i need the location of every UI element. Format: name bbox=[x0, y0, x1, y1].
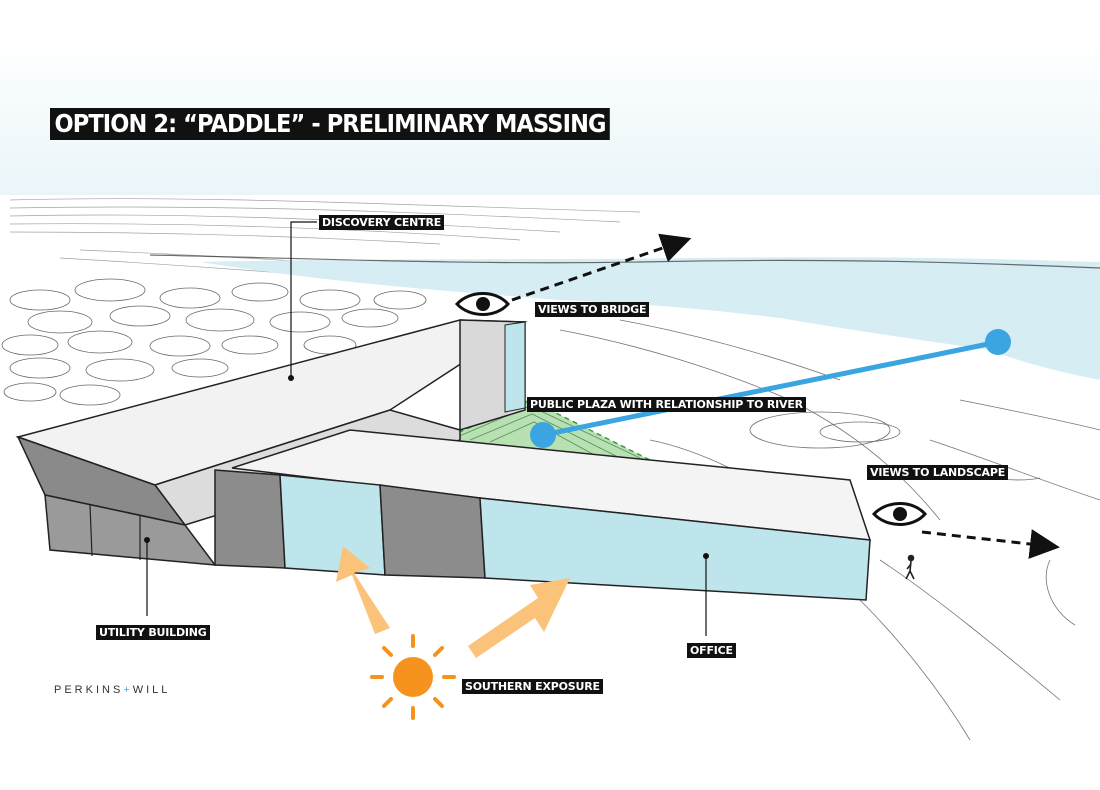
logo-right: WILL bbox=[132, 684, 171, 696]
views-to-landscape-label: VIEWS TO LANDSCAPE bbox=[867, 465, 1009, 480]
person-icon bbox=[905, 554, 915, 580]
eye-icon bbox=[454, 292, 510, 316]
eye-icon bbox=[871, 502, 927, 526]
leader-dots bbox=[144, 375, 709, 559]
office-label: OFFICE bbox=[687, 643, 736, 658]
public-plaza-label: PUBLIC PLAZA WITH RELATIONSHIP TO RIVER bbox=[527, 397, 806, 412]
utility-building-label: UTILITY BUILDING bbox=[96, 625, 210, 640]
leader-lines bbox=[146, 221, 707, 636]
discovery-centre-label: DISCOVERY CENTRE bbox=[319, 215, 445, 230]
views-to-bridge-label: VIEWS TO BRIDGE bbox=[535, 302, 650, 317]
logo-plus: + bbox=[123, 684, 133, 696]
utility-building-columns bbox=[89, 504, 141, 560]
discovery-centre-glass bbox=[504, 321, 526, 413]
sun-arrow-right bbox=[468, 578, 570, 658]
river bbox=[200, 257, 1100, 380]
southern-exposure-label: SOUTHERN EXPOSURE bbox=[462, 679, 603, 694]
river-relationship-line bbox=[542, 339, 999, 438]
sun-arrow-left bbox=[336, 546, 390, 634]
sun-icon bbox=[370, 634, 456, 720]
office-glass-left bbox=[279, 474, 386, 576]
plaza-node bbox=[530, 422, 556, 448]
perkins-will-logo: PERKINS+WILL bbox=[54, 684, 170, 696]
office-glass-right bbox=[479, 497, 871, 601]
views-to-landscape-arrow bbox=[921, 529, 1060, 559]
office-front-left bbox=[214, 469, 286, 569]
river-bank-line bbox=[149, 254, 1100, 269]
office-solid-mid bbox=[379, 484, 486, 579]
logo-left: PERKINS bbox=[54, 684, 124, 696]
page-title: OPTION 2: “PADDLE” - PRELIMINARY MASSING bbox=[50, 108, 611, 140]
river-node bbox=[985, 329, 1011, 355]
